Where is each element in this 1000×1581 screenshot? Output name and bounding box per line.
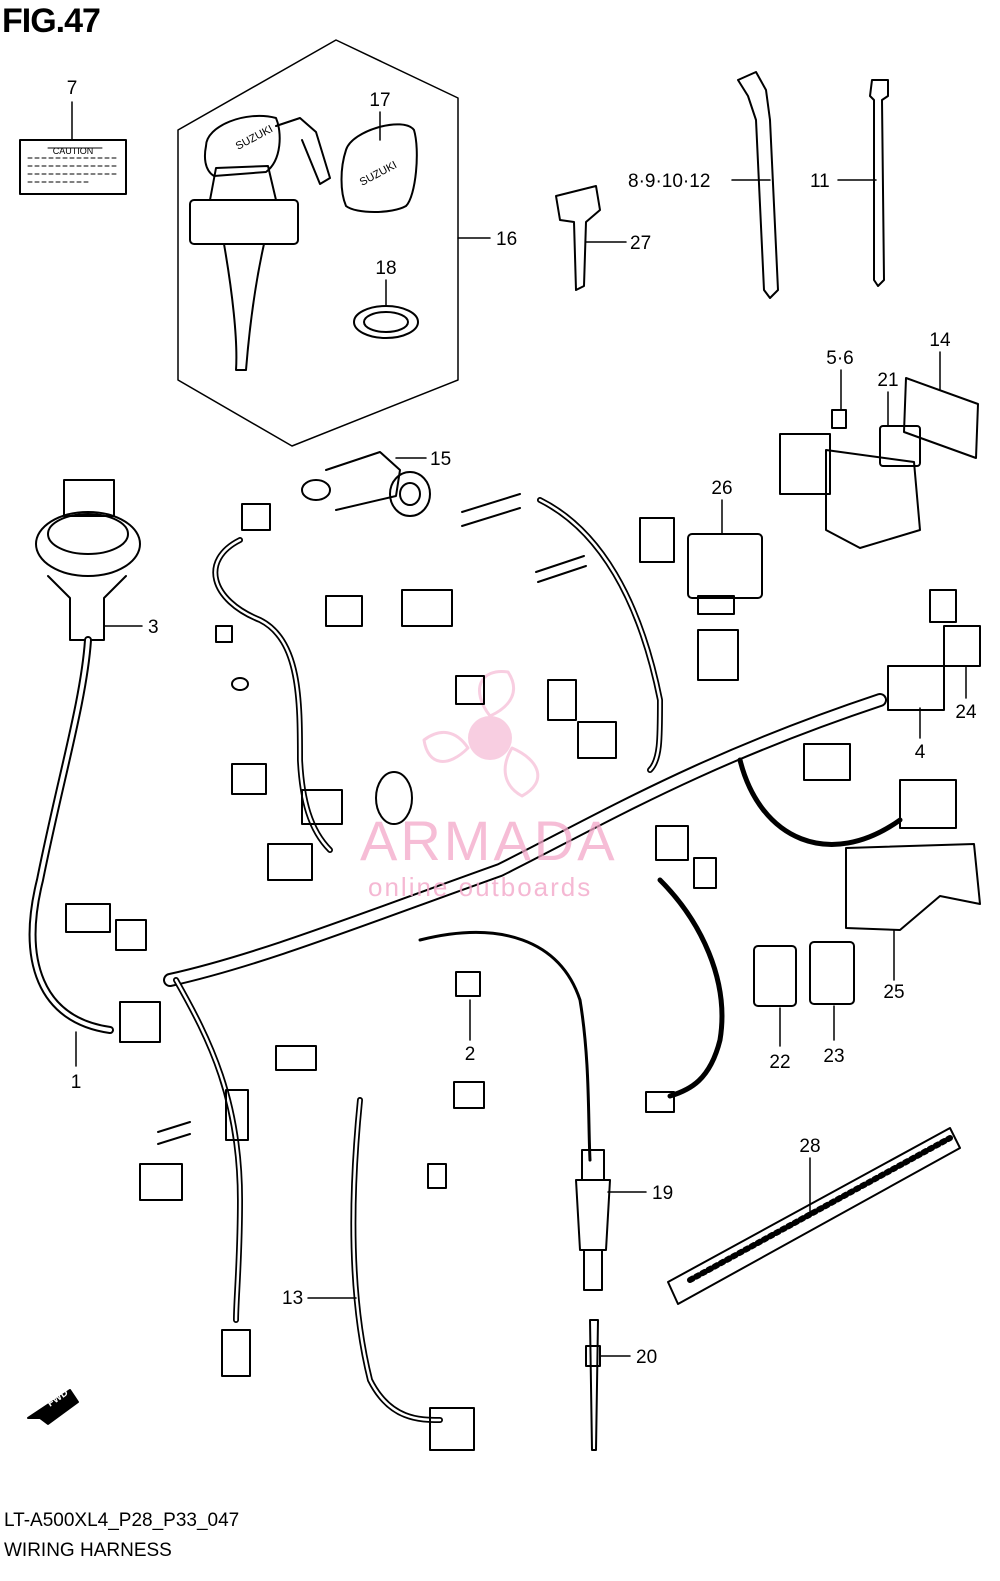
callout-28: 28 [799,1136,820,1157]
callout-23: 23 [823,1046,844,1067]
callout-13: 13 [282,1288,303,1309]
callout-17: 17 [369,90,390,111]
callout-25: 25 [883,982,904,1003]
coupler [241,503,271,531]
fuse-relay-assembly [687,351,979,615]
callout-24: 24 [955,702,977,723]
watermark-logo [422,670,540,798]
caution-label-text: CAUTION [53,146,94,156]
callout-26: 26 [711,478,732,499]
caution-label-part: CAUTION [19,101,127,195]
corrugated-tube-part [667,1127,961,1305]
fwd-arrow: FWD [27,1387,79,1425]
callout-27: 27 [630,233,651,254]
callout-20: 20 [636,1347,657,1368]
cable-ties [731,71,889,299]
ignition-switch-kit: SUZUKI SUZUKI [177,39,491,447]
callout-16: 16 [496,229,517,250]
callout-22: 22 [769,1052,790,1073]
watermark-title: ARMADA [360,809,618,872]
callout-1: 1 [71,1072,82,1093]
callout-18: 18 [375,258,396,279]
callout-3: 3 [148,617,159,638]
power-socket-part [301,451,431,517]
callout-14: 14 [929,330,951,351]
callout-numbers: 7 17 16 18 27 8·9·10·12 11 5·6 14 21 15 … [67,78,977,1368]
callout-8: 8·9·10·12 [628,171,710,192]
leader-lines [75,665,967,1299]
figure-code: LT-A500XL4_P28_P33_047 [4,1510,240,1531]
main-harness-wires [28,497,903,1423]
main-coupler-part [35,479,143,641]
callout-7: 7 [67,78,78,99]
figure-name: WIRING HARNESS [4,1540,172,1561]
harness-couplers [65,493,981,1451]
figure-title: FIG.47 [2,2,101,40]
key-brand-label: SUZUKI [234,123,275,153]
coupler-covers [753,843,981,1047]
key-part [555,185,627,291]
oxygen-sensor-part [575,1149,647,1451]
callout-19: 19 [652,1183,673,1204]
watermark-subtitle: online outboards [368,872,593,902]
callout-4: 4 [915,742,926,763]
key-cover-brand-label: SUZUKI [358,159,399,189]
callout-11: 11 [810,171,830,192]
callout-21: 21 [877,370,898,391]
callout-15: 15 [430,449,451,470]
callout-2: 2 [465,1044,476,1065]
callout-5-6: 5·6 [826,348,853,369]
